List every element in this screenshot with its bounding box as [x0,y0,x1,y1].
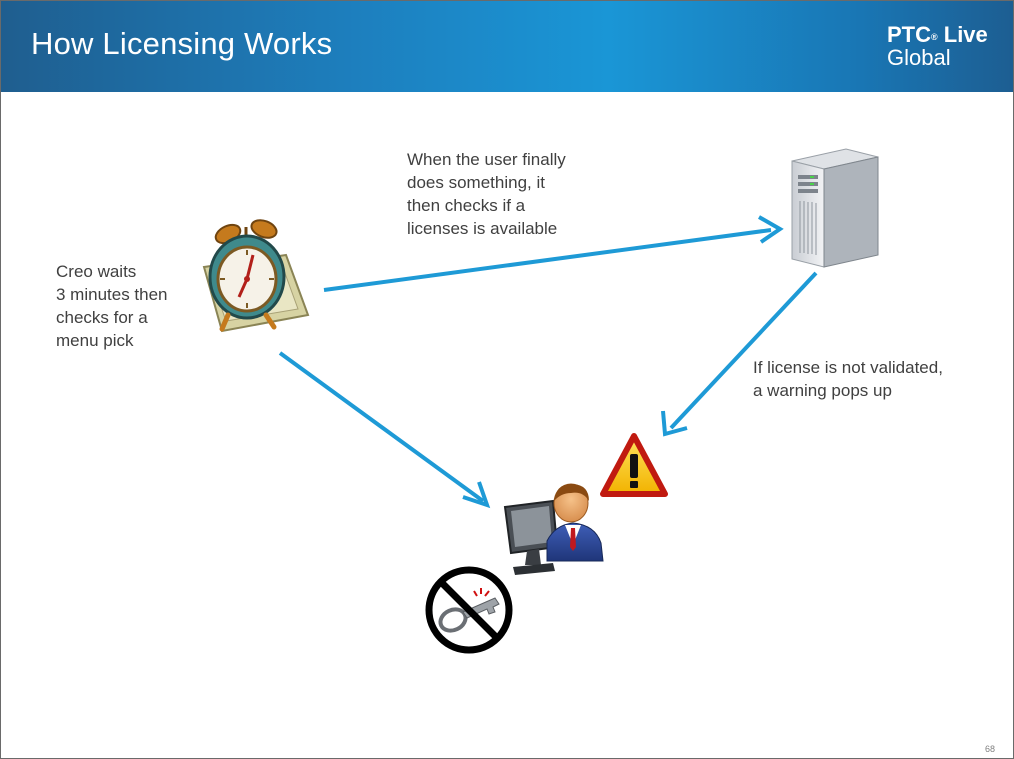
slide-number: 68 [984,744,995,754]
warning-label: If license is not validated, a warning p… [753,358,943,400]
slide-title: How Licensing Works [31,26,333,61]
no-key-icon [425,566,513,654]
slide-header: How Licensing Works PTC® Live Global [1,1,1013,92]
arrow-clock-to-user [278,351,491,509]
arrow-server-to-warning [661,271,818,437]
creo-wait-label: Creo waits 3 minutes then checks for a m… [56,262,168,350]
server-icon [791,148,879,268]
user-action-label: When the user finally does something, it… [407,150,566,238]
warning-icon [600,433,668,497]
ptc-live-logo: PTC® Live Global [887,22,988,70]
alarm-clock-icon [202,219,310,333]
user-at-computer-icon [503,483,604,575]
arrow-clock-to-server [323,215,784,292]
